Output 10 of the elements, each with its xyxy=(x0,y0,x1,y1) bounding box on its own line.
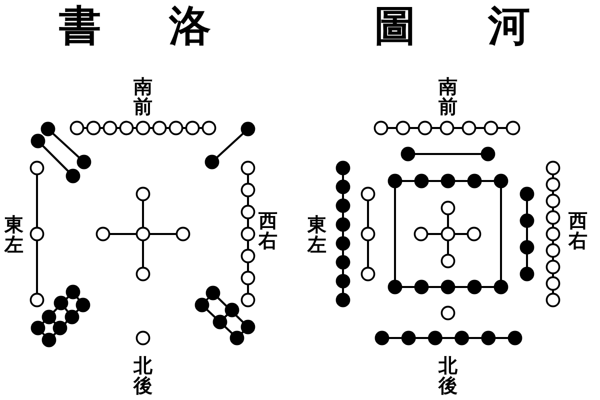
direction-label: 北後 xyxy=(438,357,458,397)
direction-label: 南前 xyxy=(438,78,458,118)
title: 書洛 xyxy=(59,5,279,47)
direction-label: 東左 xyxy=(308,216,326,256)
direction-label: 南前 xyxy=(134,78,152,118)
direction-label: 西右 xyxy=(568,212,588,252)
direction-label: 北後 xyxy=(134,357,152,397)
direction-label: 東左 xyxy=(4,216,24,256)
direction-label: 西右 xyxy=(258,212,278,252)
title: 圖河 xyxy=(374,5,600,47)
